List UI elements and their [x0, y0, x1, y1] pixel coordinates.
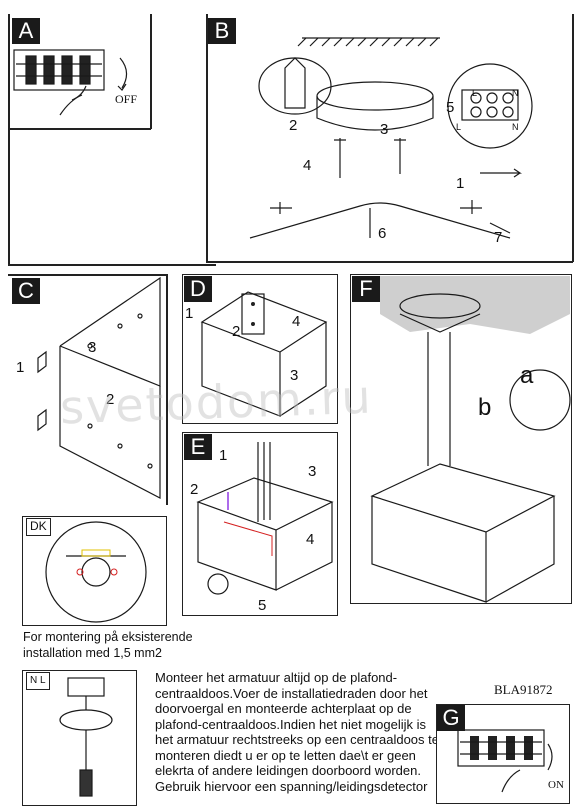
- panel-dk-plate-illustration: [45, 521, 147, 623]
- panel-c-step-3: 3: [88, 339, 97, 356]
- terminal-block-zoom: [447, 63, 533, 149]
- frame-a-right: [150, 14, 152, 129]
- panel-g-on-label: ON: [548, 779, 564, 791]
- panel-c-plate-illustration: [37, 276, 161, 499]
- panel-dk-caption: For montering på eksisterende installati…: [23, 630, 193, 660]
- panel-b-step-4: 4: [303, 157, 312, 174]
- panel-b-letter: B: [208, 18, 236, 44]
- panel-a-letter: A: [12, 18, 40, 44]
- ceiling-canopy: [316, 81, 434, 131]
- frame-right: [572, 14, 574, 262]
- frame-a-bottom: [8, 128, 151, 130]
- breaker-switch-3: [61, 55, 73, 85]
- panel-nl-paragraph: Monteer het armatuur altijd op de plafon…: [155, 670, 439, 794]
- frame-left-top: [8, 14, 10, 264]
- panel-e-letter: E: [184, 434, 212, 460]
- frame-b-left: [206, 14, 208, 262]
- arrow-lines: [369, 168, 522, 238]
- panel-c-step-1: 1: [16, 359, 25, 376]
- panel-b-step-1: 1: [456, 175, 465, 192]
- frame-c-top: [8, 274, 168, 276]
- panel-d-step-2: 2: [232, 323, 241, 340]
- breaker-switch-2: [43, 55, 55, 85]
- panel-d-letter: D: [184, 276, 212, 302]
- panel-g-letter: G: [437, 705, 465, 731]
- panel-d-box-illustration: [200, 291, 328, 417]
- watermark: svetodom.ru: [59, 369, 374, 435]
- panel-b-step-7: 7: [494, 229, 503, 246]
- breaker-switch-1: [25, 55, 37, 85]
- panel-b-terminal-n2: N: [512, 122, 519, 132]
- frame-b-bottom: [206, 261, 573, 263]
- panel-f-label-a: a: [520, 362, 534, 389]
- wall-plug: [258, 57, 332, 115]
- breaker-switch-4: [79, 55, 91, 85]
- panel-b-step-3: 3: [380, 121, 389, 138]
- panel-nl-tag: N L: [26, 672, 50, 690]
- frame-top-divider: [8, 264, 216, 266]
- panel-b-terminal-l1: L: [472, 88, 478, 98]
- panel-dk-tag: DK: [26, 518, 51, 536]
- panel-b-terminal-n1: N: [512, 88, 519, 98]
- panel-d-step-4: 4: [292, 313, 301, 330]
- model-code: BLA91872: [494, 682, 553, 697]
- panel-d-step-3: 3: [290, 367, 299, 384]
- panel-b-step-2: 2: [289, 117, 298, 134]
- panel-c-letter: C: [12, 278, 40, 304]
- mounting-plate: [249, 200, 511, 239]
- ceiling-hatch: [297, 37, 440, 47]
- panel-g-breaker-illustration: [457, 729, 553, 793]
- panel-e-step-4: 4: [306, 531, 315, 548]
- panel-f-label-b: b: [478, 394, 492, 421]
- panel-e-step-1: 1: [219, 447, 228, 464]
- panel-a-off-label: OFF: [115, 92, 138, 106]
- panel-nl-lamp-illustration: [59, 677, 113, 797]
- panel-b-terminal-l2: L: [456, 122, 462, 132]
- panel-e-box-illustration: [196, 442, 334, 595]
- panel-b-ceiling-illustration: [249, 37, 533, 239]
- frame-c-right: [166, 275, 168, 505]
- panel-f-pendant-illustration: [370, 276, 571, 603]
- panel-b-step-6: 6: [378, 225, 387, 242]
- panel-f-letter: F: [352, 276, 380, 302]
- screw-right: [394, 138, 406, 174]
- panel-e-step-2: 2: [190, 481, 199, 498]
- panel-b-step-5: 5: [446, 99, 455, 116]
- panel-d-step-1: 1: [185, 305, 194, 322]
- screw-left: [334, 138, 346, 178]
- panel-c-step-2: 2: [106, 391, 115, 408]
- panel-e-step-5: 5: [258, 597, 267, 614]
- panel-a-breaker-illustration: [13, 49, 128, 116]
- panel-e-step-3: 3: [308, 463, 317, 480]
